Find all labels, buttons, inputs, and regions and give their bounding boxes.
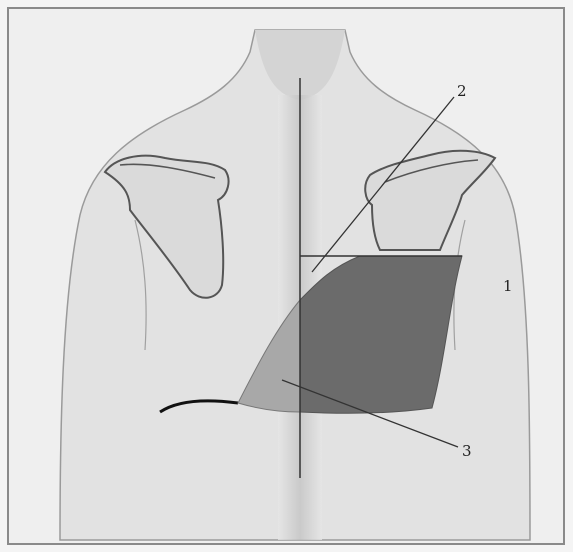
label-1: 1 xyxy=(503,277,513,295)
label-2: 2 xyxy=(457,82,467,100)
label-3: 3 xyxy=(462,442,472,460)
